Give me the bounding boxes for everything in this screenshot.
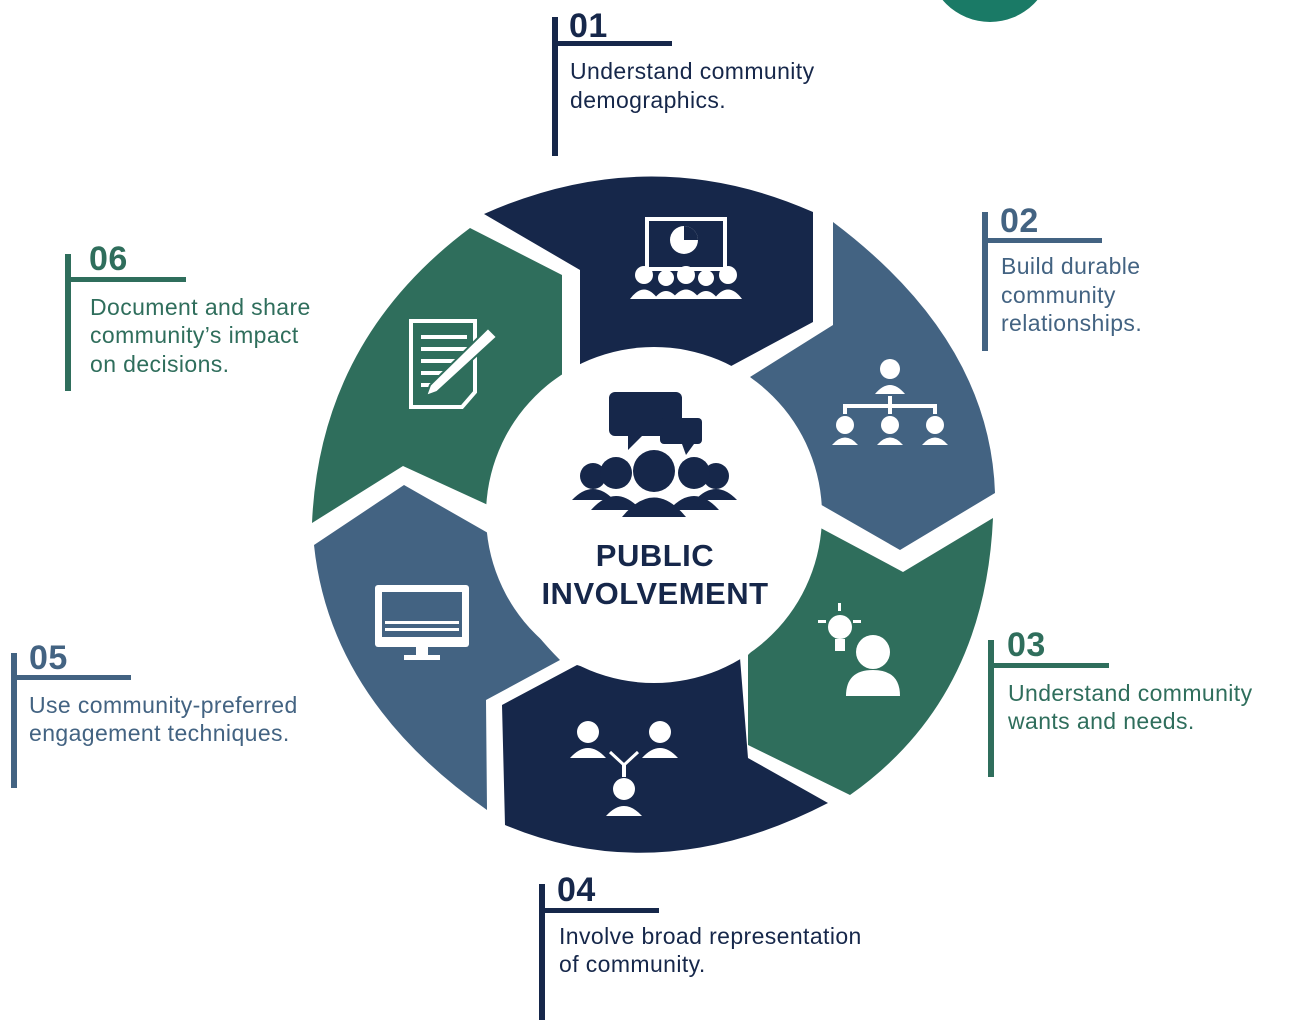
step-06-underline	[65, 277, 186, 282]
step-05-text-line-2: engagement techniques.	[29, 720, 290, 746]
logo-mark	[942, 0, 1038, 22]
step-06-text-line-2: community’s impact	[90, 322, 299, 348]
step-05-underline	[11, 675, 131, 680]
step-05-number: 05	[29, 639, 68, 677]
step-03-text-line-2: wants and needs.	[1008, 708, 1195, 734]
step-02-text-line-1: Build durable	[1001, 253, 1141, 279]
step-02-vertical-bar	[982, 212, 988, 351]
step-01-underline	[552, 41, 672, 46]
center-title-line-2: INVOLVEMENT	[541, 576, 769, 611]
step-01-text-line-2: demographics.	[570, 87, 727, 113]
step-04-text-line-2: of community.	[559, 951, 706, 977]
people-discussion-icon	[572, 392, 737, 517]
step-02-underline	[982, 238, 1102, 243]
step-03-number: 03	[1007, 626, 1046, 664]
step-05-vertical-bar	[11, 653, 17, 788]
step-05-text-line-1: Use community-preferred	[29, 692, 298, 718]
step-06-text-line-3: on decisions.	[90, 351, 230, 377]
step-04-text-line-1: Involve broad representation	[559, 923, 862, 949]
step-01: 01 Understand community demographics.	[552, 9, 872, 157]
step-01-vertical-bar	[552, 17, 558, 156]
step-06: 06 Document and share community’s impact…	[65, 242, 365, 391]
step-02-text-line-2: community	[1001, 282, 1116, 308]
step-01-number: 01	[569, 7, 608, 45]
step-06-text-line-1: Document and share	[90, 294, 311, 320]
step-05: 05 Use community-preferred engagement te…	[11, 641, 351, 789]
org-chart-icon	[832, 359, 948, 445]
step-06-number: 06	[89, 240, 128, 278]
document-pen-icon	[409, 319, 499, 409]
center-title-line-1: PUBLIC	[595, 538, 715, 573]
step-04: 04 Involve broad representation of commu…	[539, 873, 919, 1020]
step-02-number: 02	[1000, 202, 1039, 240]
step-04-underline	[539, 908, 659, 913]
step-01-text-line-1: Understand community	[570, 58, 815, 84]
step-02: 02 Build durable community relationships…	[982, 204, 1182, 352]
computer-monitor-icon	[375, 585, 469, 660]
step-04-number: 04	[557, 871, 596, 909]
step-02-text-line-3: relationships.	[1001, 310, 1143, 336]
step-03: 03 Understand community wants and needs.	[988, 628, 1298, 778]
people-network-icon	[570, 721, 678, 816]
step-03-vertical-bar	[988, 640, 994, 777]
person-lightbulb-icon	[818, 603, 900, 696]
step-06-vertical-bar	[65, 254, 71, 391]
segment-05	[314, 485, 560, 810]
step-03-text-line-1: Understand community	[1008, 680, 1253, 706]
step-03-underline	[988, 663, 1109, 668]
presentation-audience-icon	[630, 217, 742, 299]
segment-02	[750, 222, 995, 550]
step-04-vertical-bar	[539, 884, 545, 1020]
